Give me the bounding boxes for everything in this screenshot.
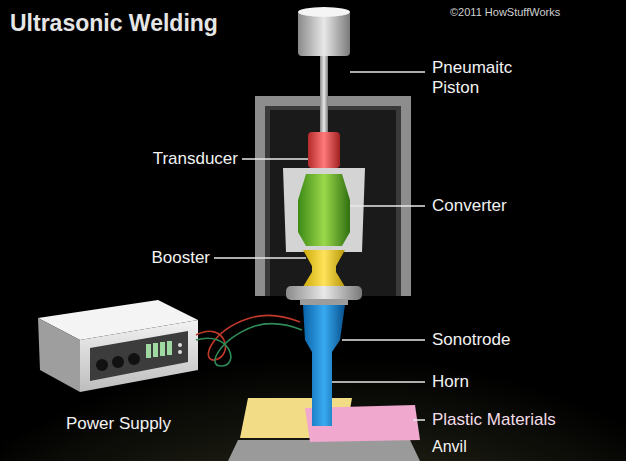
part-label: Power Supply (66, 414, 171, 434)
part-label: Transducer (153, 149, 238, 169)
title: Ultrasonic Welding (10, 10, 218, 36)
copyright: ©2011 HowStuffWorks (450, 6, 560, 19)
part-label: Pneumaitc Piston (432, 58, 532, 97)
part-label: Sonotrode (432, 330, 510, 350)
part-label: Anvil (432, 438, 467, 456)
part-label: Horn (432, 372, 469, 392)
part-label: Booster (151, 248, 210, 268)
part-label: Converter (432, 196, 507, 216)
part-label: Plastic Materials (432, 410, 556, 430)
